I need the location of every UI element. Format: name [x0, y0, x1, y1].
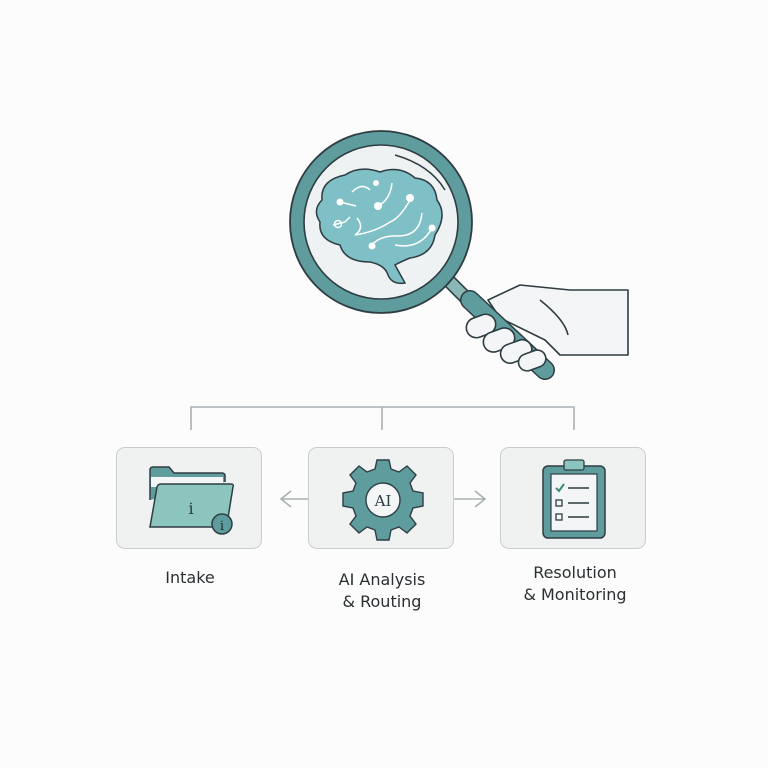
step-label-ai-analysis: AI Analysis & Routing	[282, 569, 482, 613]
label-line: & Monitoring	[523, 585, 627, 604]
gear-ai-icon: AI	[342, 459, 424, 541]
clipboard-checklist-icon	[542, 459, 606, 539]
svg-text:i: i	[220, 519, 224, 534]
folder-info-icon: i i	[149, 466, 234, 535]
connector-lines	[190, 406, 575, 430]
label-line: & Routing	[342, 592, 422, 611]
step-card-intake[interactable]: i i	[116, 447, 262, 549]
step-card-resolution[interactable]	[500, 447, 646, 549]
gear-ai-text: AI	[374, 492, 392, 510]
svg-text:i: i	[188, 499, 193, 518]
brain-icon	[315, 168, 443, 285]
label-line: AI Analysis	[338, 570, 426, 589]
step-label-resolution: Resolution & Monitoring	[475, 562, 675, 606]
step-card-ai-analysis[interactable]: AI	[308, 447, 454, 549]
label-line: Resolution	[533, 563, 617, 582]
step-label-intake: Intake	[90, 567, 290, 589]
fingers-icon	[465, 299, 569, 372]
label-line: Intake	[165, 568, 215, 587]
